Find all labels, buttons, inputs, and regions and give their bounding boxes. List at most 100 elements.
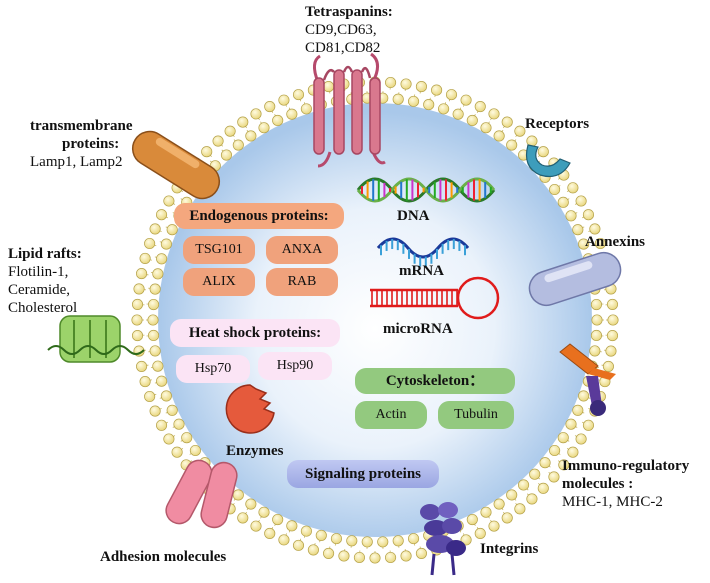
lipid-head	[466, 114, 478, 127]
lipid-head	[166, 404, 178, 416]
tetraspanins-list-line2: CD81,CD82	[305, 40, 381, 56]
lipid-head	[330, 533, 343, 545]
lipid-head	[300, 103, 312, 115]
lipid-head	[493, 498, 505, 510]
lipid-head	[232, 139, 244, 151]
endogenous-item-rab: RAB	[266, 268, 338, 296]
lipid-head	[529, 468, 541, 480]
lipid-head	[258, 122, 270, 134]
lipid-head	[452, 108, 464, 120]
lipid-head	[315, 529, 327, 541]
lipid-head	[156, 253, 168, 265]
lipid-head	[155, 209, 168, 221]
receptors-label: Receptors	[525, 116, 590, 132]
lipid-raft-icon	[47, 315, 145, 363]
lipid-head	[361, 536, 373, 548]
lipid-head	[423, 99, 435, 111]
lipid-head	[189, 444, 201, 457]
adhesion-molecule-icon	[165, 459, 238, 529]
lipid-head	[136, 268, 148, 280]
lipid-head	[292, 539, 305, 551]
lipid-head	[557, 196, 569, 208]
lipid-head	[156, 375, 168, 387]
microrna-icon	[370, 276, 500, 320]
lipid-head	[160, 238, 172, 250]
lipid-head	[258, 506, 270, 518]
receptor-icon	[525, 144, 571, 178]
lipid-head	[506, 489, 518, 501]
lipid-head	[250, 108, 262, 120]
lipid-head	[445, 89, 458, 101]
lipid-head	[591, 314, 603, 326]
lipid-head	[286, 520, 298, 532]
lipid-head	[557, 432, 569, 444]
lipid-head	[245, 130, 257, 142]
enzyme-icon	[225, 384, 275, 434]
lipid-head	[171, 446, 183, 458]
lipid-head	[582, 209, 595, 221]
heat-shock-item-hsp90: Hsp90	[258, 352, 332, 380]
lipid-head	[149, 405, 161, 417]
lipid-head	[589, 345, 601, 357]
lipid-head	[149, 283, 161, 295]
lipid-head	[264, 527, 276, 540]
lipid-head	[572, 224, 584, 236]
lipid-head	[250, 520, 262, 532]
lipid-head	[567, 446, 579, 458]
lipid-head	[567, 182, 579, 194]
cytoskeleton-item-tubulin: Tubulin	[438, 401, 514, 429]
lipid-head	[605, 345, 617, 357]
lipid-head	[400, 78, 412, 90]
lipid-head	[438, 103, 450, 115]
enzymes-label: Enzymes	[226, 443, 284, 459]
lipid-head	[582, 419, 595, 431]
lipid-head	[369, 552, 381, 564]
lipid-head	[149, 223, 161, 235]
lipid-head	[407, 533, 420, 545]
lipid-head	[237, 512, 249, 524]
lipid-head	[549, 183, 561, 196]
lipid-head	[224, 125, 236, 137]
lipid-head	[152, 268, 164, 280]
lipid-head	[594, 237, 606, 250]
lipid-head	[488, 520, 500, 532]
lipid-head	[136, 360, 148, 372]
lipid-head	[480, 122, 492, 134]
lipid-head	[575, 195, 587, 207]
lipid-head	[392, 93, 404, 105]
lipid-head	[602, 360, 614, 372]
lipid-head	[539, 457, 551, 469]
lipid-head	[377, 536, 389, 548]
lipid-head	[353, 551, 365, 564]
lipid-head	[549, 444, 561, 457]
lipid-head	[558, 459, 570, 471]
lipid-head	[338, 550, 350, 562]
transmembrane-protein-icon	[131, 130, 221, 200]
lipid-head	[131, 314, 143, 326]
lipid-head	[537, 482, 549, 494]
lipid-head	[139, 376, 151, 388]
lipid-head	[166, 224, 178, 236]
lipid-rafts-line1: Flotilin-1,	[8, 264, 69, 280]
lipid-head	[264, 100, 276, 113]
lipid-head	[517, 479, 530, 491]
lipid-head	[149, 345, 161, 357]
lipid-head	[431, 84, 443, 96]
lipid-head	[133, 283, 145, 295]
lipid-head	[144, 237, 156, 250]
lipid-head	[493, 130, 505, 142]
lipid-head	[385, 551, 397, 564]
microrna-label: microRNA	[383, 321, 453, 337]
lipid-head	[131, 330, 144, 342]
mrna-label: mRNA	[399, 263, 444, 279]
lipid-head	[181, 432, 193, 444]
transmembrane-title-line1: transmembrane	[30, 118, 133, 134]
lipid-head	[548, 471, 560, 483]
lipid-head	[155, 419, 168, 431]
signaling-proteins-label: Signaling proteins	[287, 460, 439, 488]
lipid-head	[415, 547, 427, 559]
lipid-head	[565, 418, 577, 430]
immuno-title-line2: molecules :	[562, 476, 634, 492]
lipid-head	[575, 433, 587, 445]
